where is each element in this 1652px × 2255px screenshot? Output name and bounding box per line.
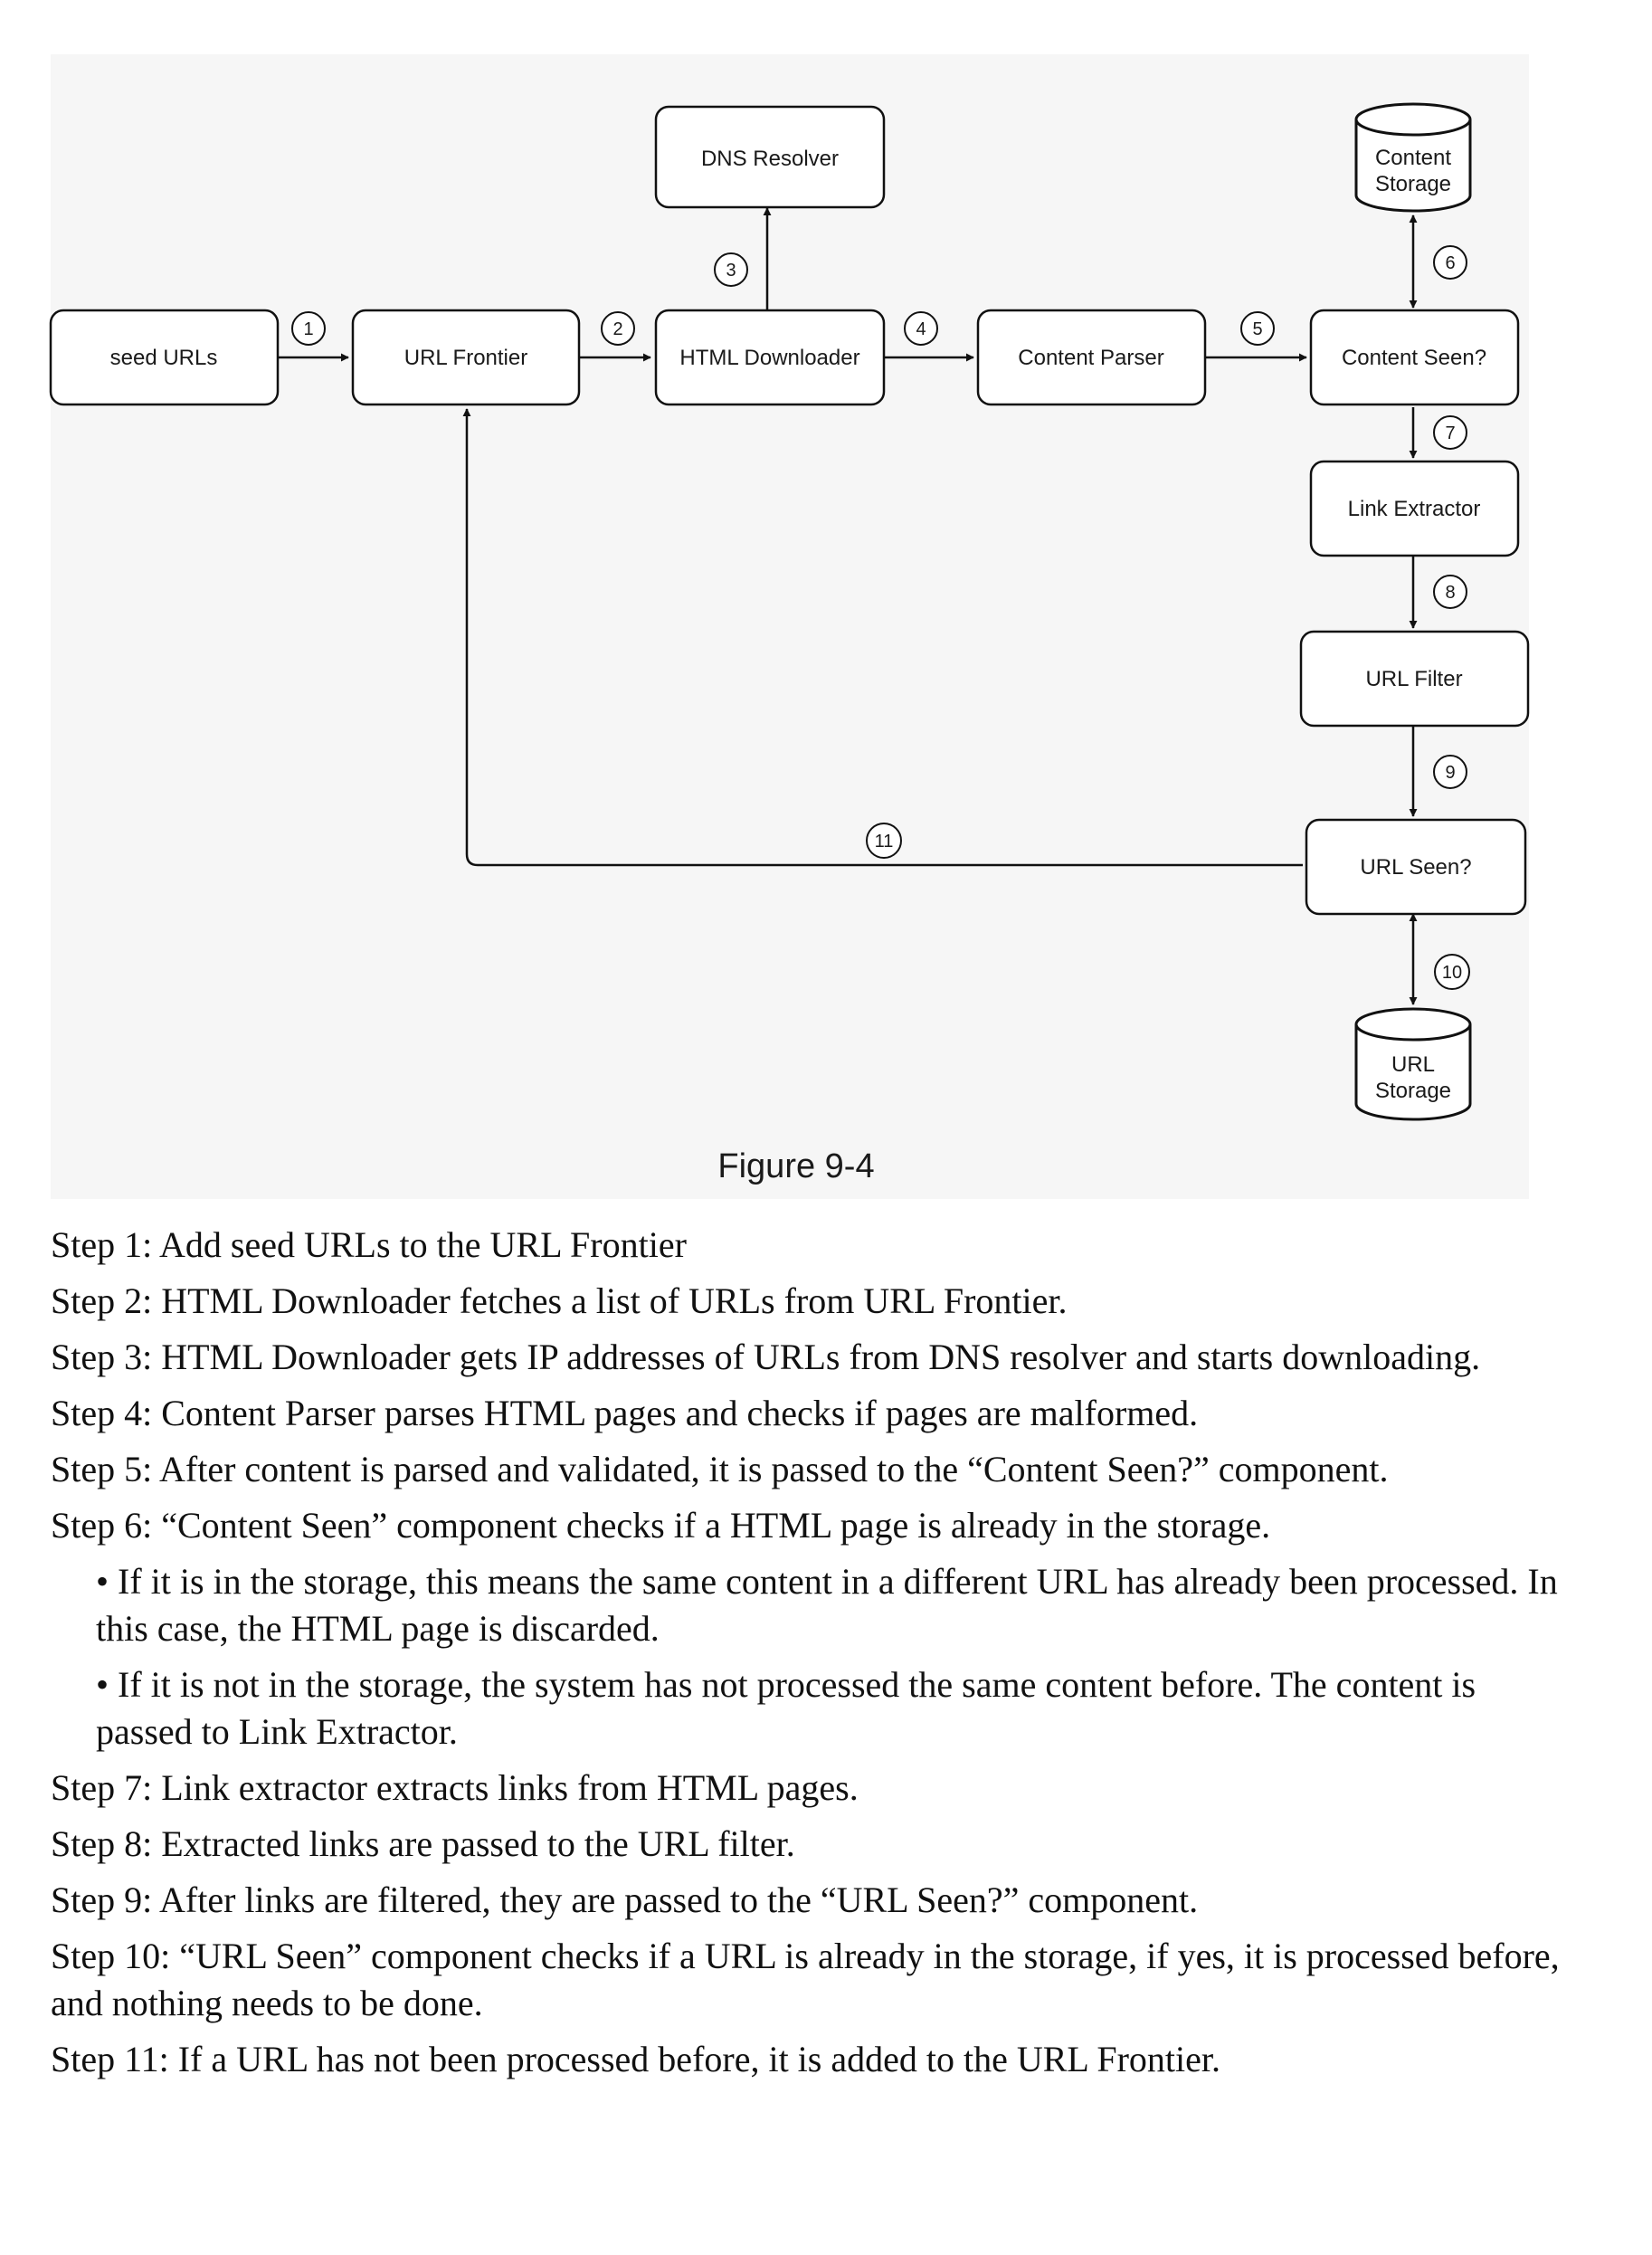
step-badge-6: 6: [1433, 245, 1467, 280]
step-10: Step 10: “URL Seen” component checks if …: [51, 1936, 1560, 2023]
svg-text:9: 9: [1445, 763, 1455, 783]
step-badge-1: 1: [291, 311, 326, 346]
url-frontier-label: URL Frontier: [404, 346, 527, 370]
svg-text:2: 2: [612, 319, 622, 339]
step-2: Step 2: HTML Downloader fetches a list o…: [51, 1280, 1068, 1321]
url-storage-label-line1: URL: [1391, 1052, 1435, 1077]
svg-text:4: 4: [916, 319, 926, 339]
link-extractor-box: [1309, 460, 1520, 557]
step-7: Step 7: Link extractor extracts links fr…: [51, 1767, 859, 1808]
step-9: Step 9: After links are filtered, they a…: [51, 1879, 1199, 1920]
steps-text: Step 1: Add seed URLs to the URL Frontie…: [51, 1222, 1580, 2092]
content-parser-box: [976, 309, 1207, 406]
step-5: Step 5: After content is parsed and vali…: [51, 1449, 1389, 1489]
svg-text:10: 10: [1442, 963, 1462, 983]
svg-text:11: 11: [875, 832, 894, 852]
step-badge-7: 7: [1433, 415, 1467, 450]
step-4: Step 4: Content Parser parses HTML pages…: [51, 1393, 1199, 1433]
step-6-bullet-2: • If it is not in the storage, the syste…: [96, 1664, 1476, 1752]
step-badge-2: 2: [601, 311, 635, 346]
dns-resolver-box: [654, 105, 886, 209]
content-storage-label-line1: Content: [1375, 146, 1451, 170]
step-11: Step 11: If a URL has not been processed…: [51, 2039, 1221, 2079]
content-storage-cylinder: [1354, 102, 1472, 213]
url-filter-label: URL Filter: [1365, 667, 1462, 691]
step-1: Step 1: Add seed URLs to the URL Frontie…: [51, 1224, 687, 1265]
step-badge-9: 9: [1433, 755, 1467, 789]
seed-urls-box: [49, 309, 280, 406]
dns-resolver-label: DNS Resolver: [701, 147, 839, 171]
step-8: Step 8: Extracted links are passed to th…: [51, 1823, 795, 1864]
step-3: Step 3: HTML Downloader gets IP addresse…: [51, 1337, 1481, 1377]
content-seen-box: [1309, 309, 1520, 406]
html-downloader-box: [654, 309, 886, 406]
edge-url-seen-to-frontier: [462, 408, 1303, 867]
diagram-panel: [51, 54, 1529, 1199]
step-6: Step 6: “Content Seen” component checks …: [51, 1505, 1271, 1546]
crawler-flow-diagram: seed URLs URL Frontier HTML Downloader D…: [49, 102, 1530, 1121]
link-extractor-label: Link Extractor: [1348, 497, 1481, 521]
svg-text:8: 8: [1445, 583, 1455, 603]
step-badge-5: 5: [1240, 311, 1275, 346]
figure-caption: Figure 9-4: [717, 1147, 875, 1185]
svg-text:7: 7: [1445, 423, 1455, 443]
content-storage-label-line2: Storage: [1375, 172, 1451, 196]
step-badge-4: 4: [904, 311, 938, 346]
svg-text:1: 1: [303, 319, 313, 339]
seed-urls-label: seed URLs: [110, 346, 218, 370]
url-filter-box: [1299, 630, 1530, 728]
svg-text:6: 6: [1445, 253, 1455, 273]
step-badge-3: 3: [714, 252, 748, 287]
url-storage-label-line2: Storage: [1375, 1079, 1451, 1103]
url-seen-box: [1305, 818, 1527, 916]
content-parser-label: Content Parser: [1018, 346, 1163, 370]
step-badge-8: 8: [1433, 575, 1467, 609]
step-badge-11: 11: [866, 823, 902, 859]
svg-text:5: 5: [1252, 319, 1262, 339]
url-storage-cylinder: [1354, 1007, 1472, 1121]
url-seen-label: URL Seen?: [1360, 855, 1471, 880]
svg-text:3: 3: [726, 261, 736, 281]
content-seen-label: Content Seen?: [1342, 346, 1486, 370]
step-6-bullet-1: • If it is in the storage, this means th…: [96, 1561, 1558, 1649]
url-frontier-box: [351, 309, 581, 406]
html-downloader-label: HTML Downloader: [679, 346, 859, 370]
step-badge-10: 10: [1434, 954, 1470, 990]
